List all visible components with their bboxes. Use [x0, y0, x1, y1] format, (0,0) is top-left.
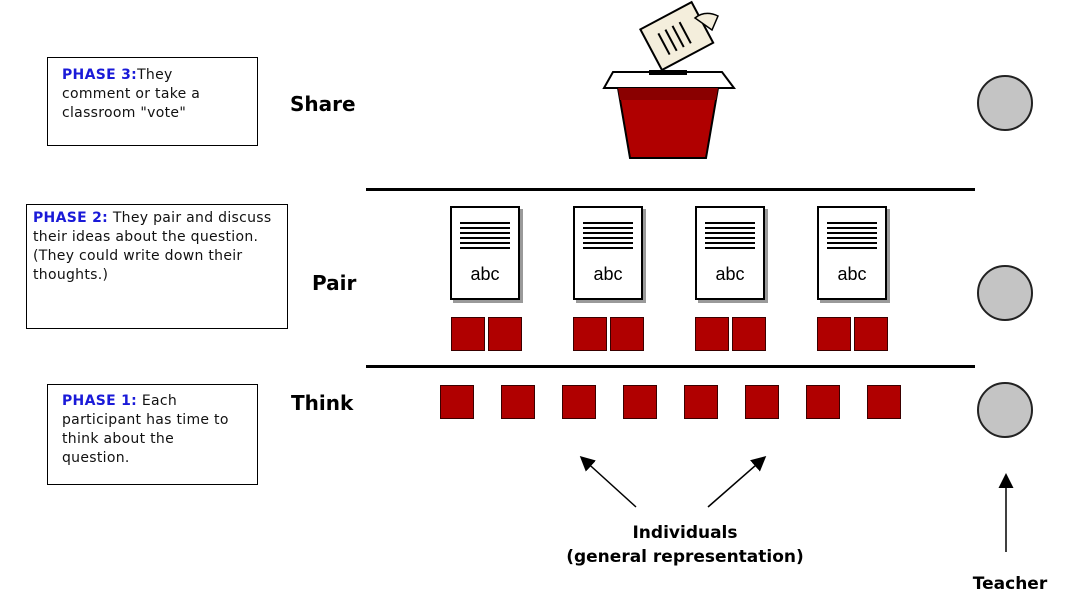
phase-1-heading: PHASE 1:: [62, 393, 138, 409]
individual-square-icon: [440, 385, 474, 419]
individuals-caption-line2: (general representation): [566, 547, 804, 567]
phase-2-box: PHASE 2: They pair and discuss their ide…: [26, 204, 288, 329]
teacher-caption: Teacher: [972, 574, 1048, 594]
individual-square-icon: [488, 317, 522, 351]
document-icon: abc: [695, 206, 765, 300]
individual-square-icon: [451, 317, 485, 351]
stage-label-think: Think: [291, 391, 354, 415]
individual-square-icon: [501, 385, 535, 419]
individual-square-icon: [684, 385, 718, 419]
divider-share-pair: [366, 188, 975, 191]
phase-2-heading: PHASE 2:: [33, 210, 109, 226]
phase-2-text: They pair and discuss their ideas about …: [33, 210, 272, 283]
phase-3-box: PHASE 3:They comment or take a classroom…: [47, 57, 258, 146]
paper-text: abc: [593, 264, 623, 284]
individual-square-icon: [806, 385, 840, 419]
teacher-circle-icon: [977, 265, 1033, 321]
phase-3-text: They comment or take a classroom "vote": [62, 67, 201, 121]
phase-3-heading: PHASE 3:: [62, 67, 138, 83]
document-icon: abc: [450, 206, 520, 300]
teacher-circle-icon: [977, 382, 1033, 438]
divider-pair-think: [366, 365, 975, 368]
arrow-right-icon: [707, 456, 767, 508]
stage-label-share: Share: [290, 92, 356, 116]
paper-text: abc: [715, 264, 745, 284]
document-icon: abc: [573, 206, 643, 300]
paper-text: abc: [837, 264, 867, 284]
individual-square-icon: [854, 317, 888, 351]
stage-label-pair: Pair: [312, 271, 357, 295]
phase-1-text: Each participant has time to think about…: [62, 393, 229, 466]
individual-square-icon: [573, 317, 607, 351]
individual-square-icon: [562, 385, 596, 419]
phase-1-box: PHASE 1: Each participant has time to th…: [47, 384, 258, 485]
individual-square-icon: [745, 385, 779, 419]
document-icon: abc: [817, 206, 887, 300]
teacher-circle-icon: [977, 75, 1033, 131]
individual-square-icon: [732, 317, 766, 351]
individual-square-icon: [623, 385, 657, 419]
individuals-caption: Individuals (general representation): [540, 521, 830, 569]
individual-square-icon: [695, 317, 729, 351]
individual-square-icon: [610, 317, 644, 351]
arrow-left-icon: [579, 455, 637, 508]
individual-square-icon: [817, 317, 851, 351]
individual-square-icon: [867, 385, 901, 419]
individuals-caption-line1: Individuals: [632, 523, 738, 543]
paper-text: abc: [470, 264, 500, 284]
